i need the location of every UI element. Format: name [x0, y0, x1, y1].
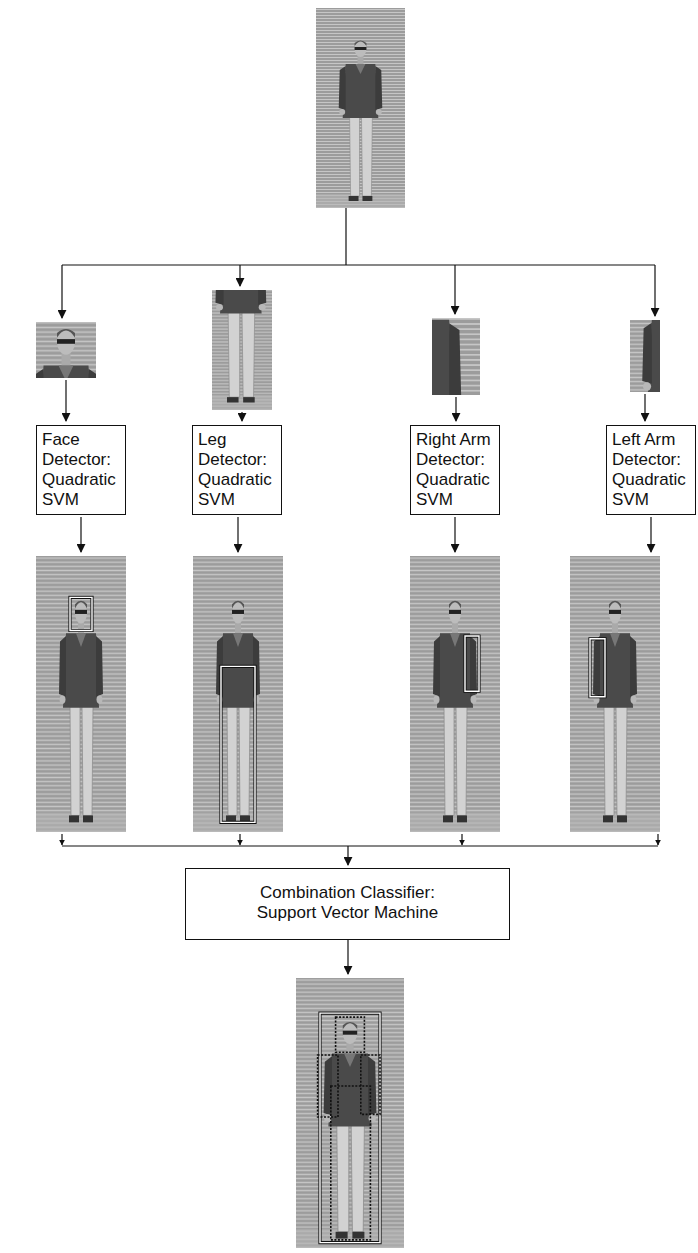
detector-box: Leg Detector: Quadratic SVM: [192, 425, 282, 515]
face-detection-photo: [36, 556, 126, 832]
classifier-box: Combination Classifier: Support Vector M…: [185, 868, 510, 940]
box-label: Left Arm Detector: Quadratic SVM: [612, 430, 690, 510]
box-label: Leg Detector: Quadratic SVM: [198, 430, 276, 510]
detector-box: Left Arm Detector: Quadratic SVM: [606, 425, 696, 515]
right-arm-crop: [346, 224, 500, 566]
leg-crop: [189, 196, 293, 410]
leg-detection-photo: [193, 556, 283, 832]
right-arm-detection-photo: [410, 556, 500, 832]
left-arm-crop: [611, 242, 698, 519]
detector-box: Right Arm Detector: Quadratic SVM: [410, 425, 500, 515]
box-label: Combination Classifier: Support Vector M…: [238, 883, 457, 923]
final-detection-photo: [296, 978, 404, 1248]
box-label: Face Detector: Quadratic SVM: [42, 430, 120, 510]
left-arm-detection-photo: [570, 556, 660, 832]
flow-arrows: [62, 208, 658, 974]
face-crop: [0, 278, 134, 589]
input-photo: [316, 8, 405, 208]
box-label: Right Arm Detector: Quadratic SVM: [416, 430, 494, 510]
detector-box: Face Detector: Quadratic SVM: [36, 425, 126, 515]
